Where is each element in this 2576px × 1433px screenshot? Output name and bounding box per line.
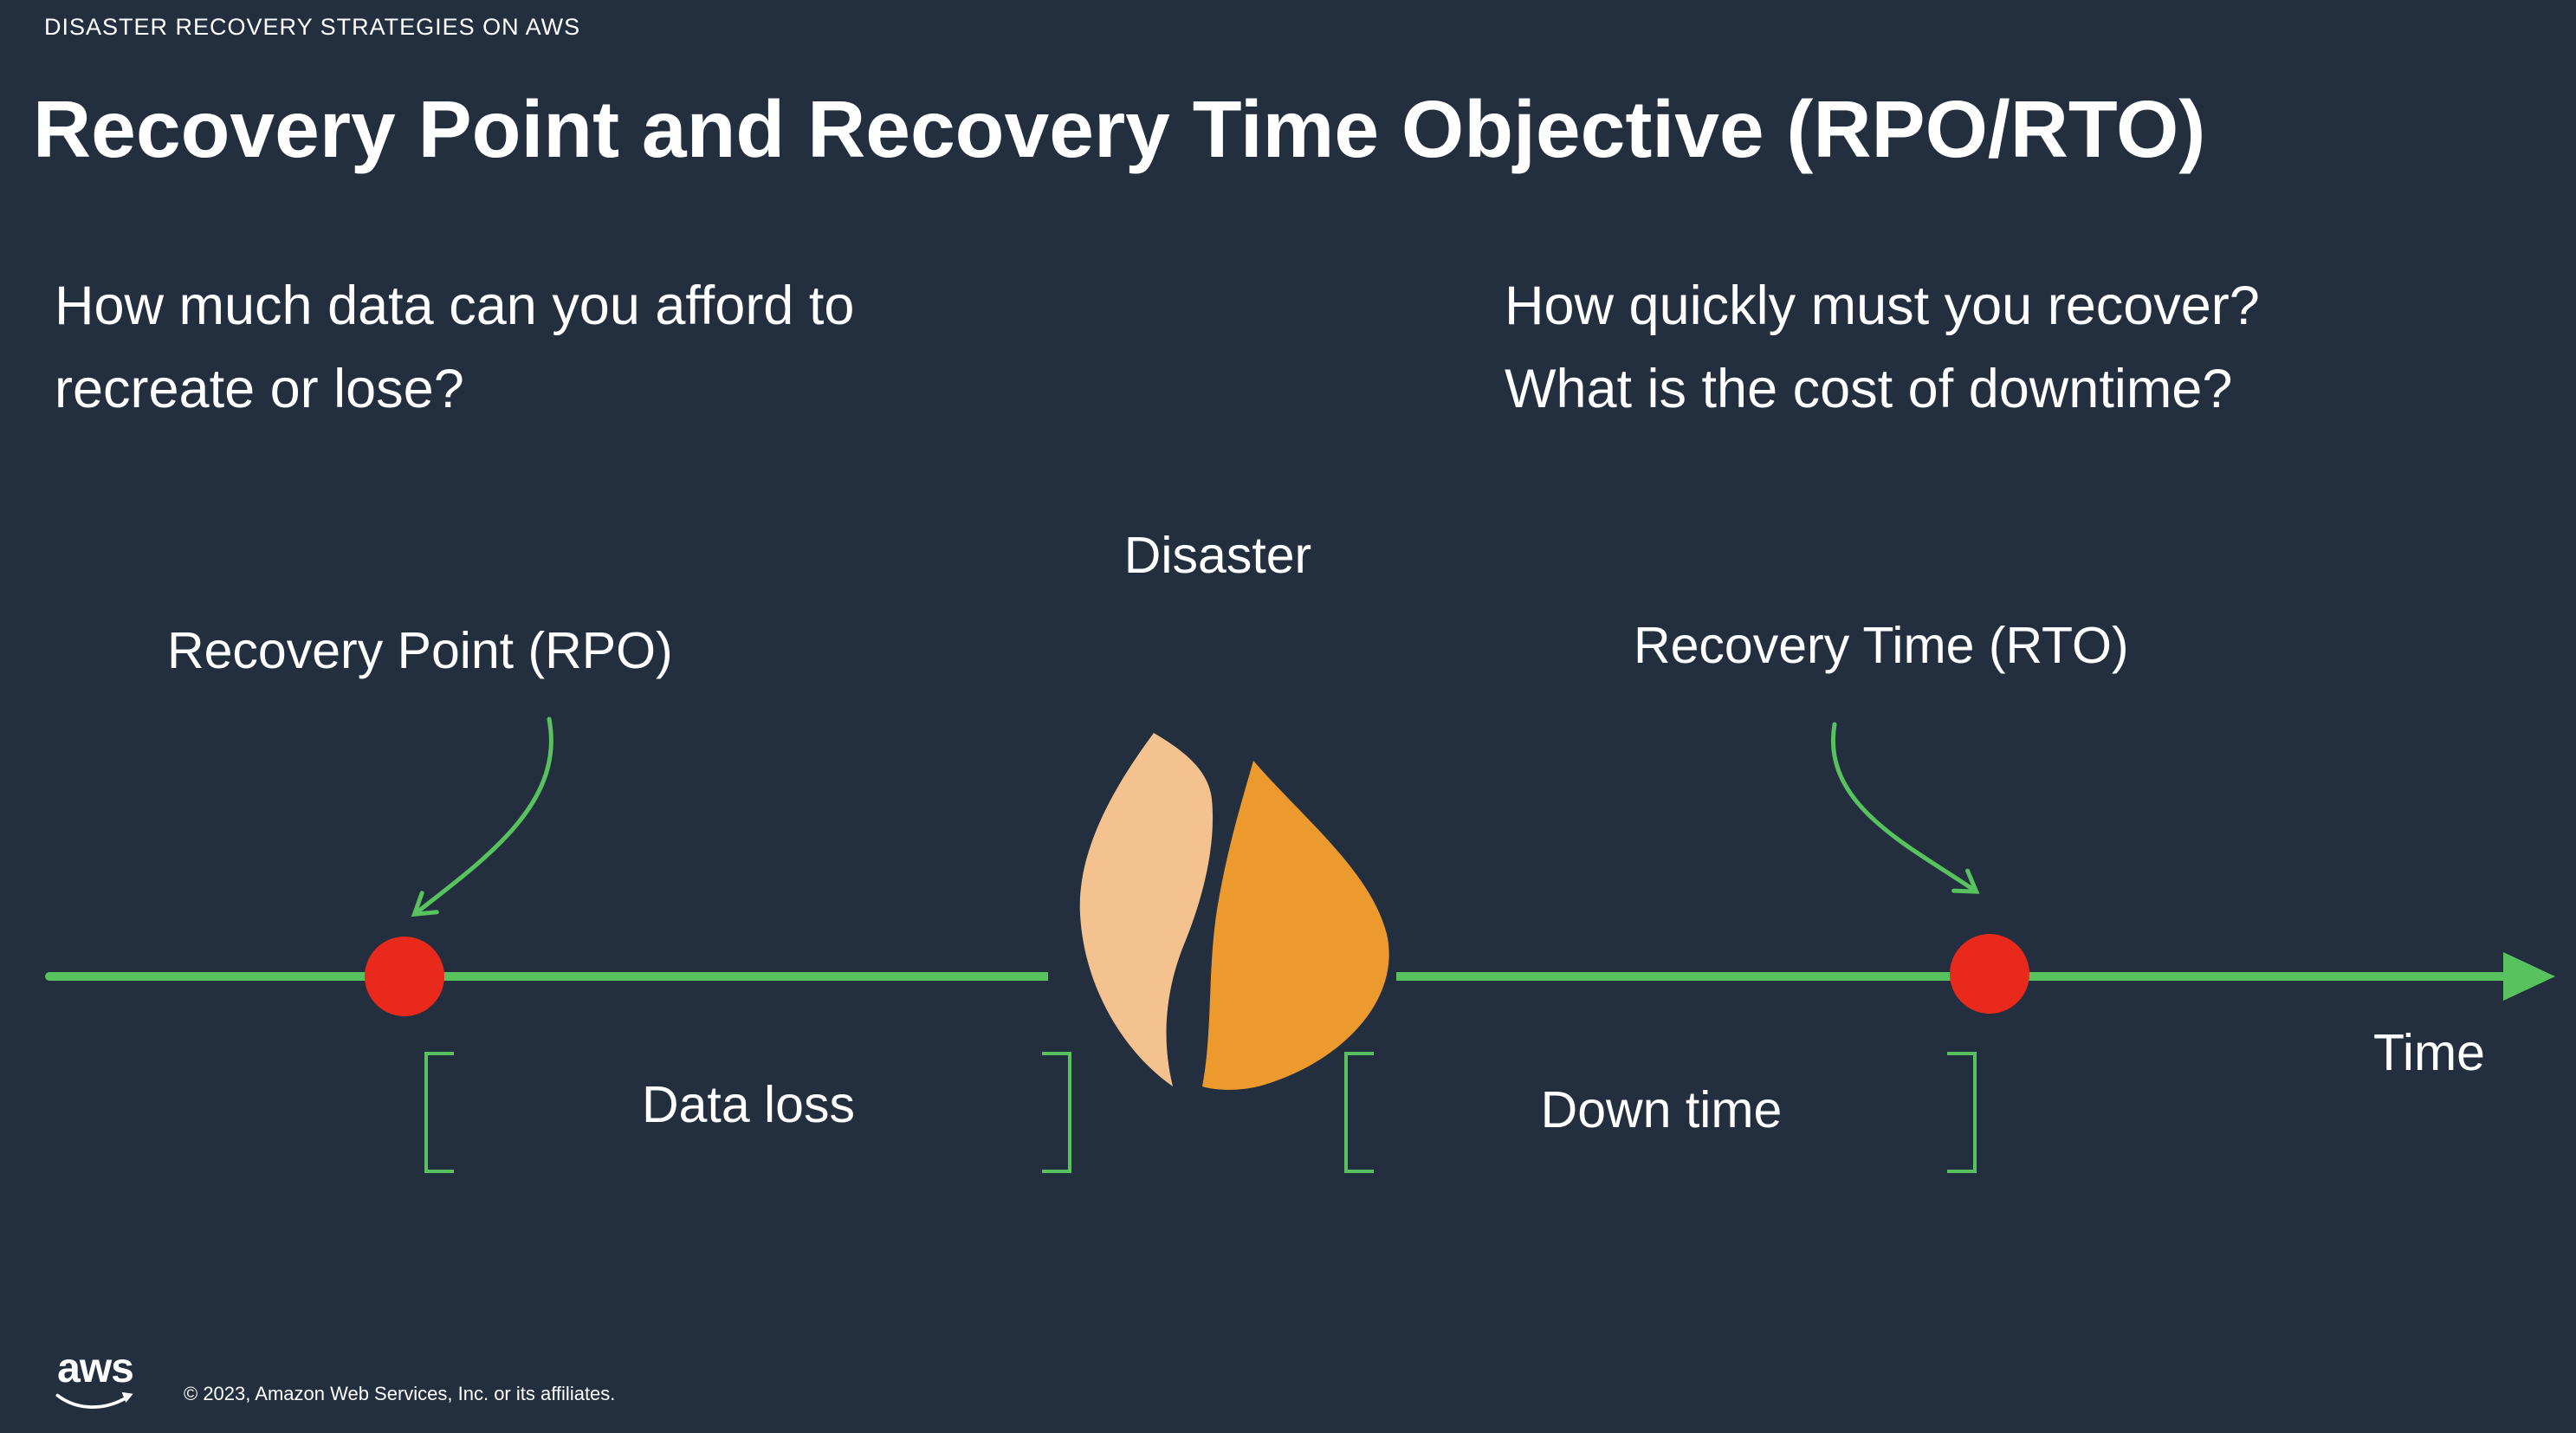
disaster-label: Disaster (1123, 527, 1312, 584)
rto-pointer-arrow (1830, 722, 1980, 894)
question-right: How quickly must you recover? What is th… (1505, 276, 2260, 419)
aws-logo: aws (48, 1348, 143, 1414)
down-time-label: Down time (1540, 1081, 1783, 1138)
rto-marker-dot (1950, 934, 2029, 1014)
rpo-label: Recovery Point (RPO) (167, 622, 673, 679)
data-loss-label: Data loss (642, 1076, 855, 1133)
time-axis-label: Time (2373, 1024, 2485, 1081)
aws-logo-text: aws (57, 1345, 134, 1391)
page-title: Recovery Point and Recovery Time Objecti… (33, 84, 2206, 174)
rpo-marker-dot (365, 937, 444, 1016)
flame-orange-shape (1202, 761, 1389, 1090)
down-time-bracket-close (1947, 1052, 1977, 1173)
data-loss-bracket-close (1042, 1052, 1071, 1173)
rpo-pointer-arrow (411, 716, 553, 918)
copyright-text: © 2023, Amazon Web Services, Inc. or its… (184, 1383, 616, 1404)
down-time-bracket-open (1344, 1052, 1374, 1173)
aws-smile-icon (55, 1391, 133, 1409)
flame-icon (1079, 733, 1389, 1090)
timeline-arrowhead (2503, 952, 2555, 1001)
flame-light-shape (1079, 733, 1214, 1086)
eyebrow-title: DISASTER RECOVERY STRATEGIES ON AWS (44, 14, 581, 40)
data-loss-bracket-open (424, 1052, 454, 1173)
rto-label: Recovery Time (RTO) (1634, 617, 2129, 674)
question-left: How much data can you afford to recreate… (55, 276, 855, 419)
